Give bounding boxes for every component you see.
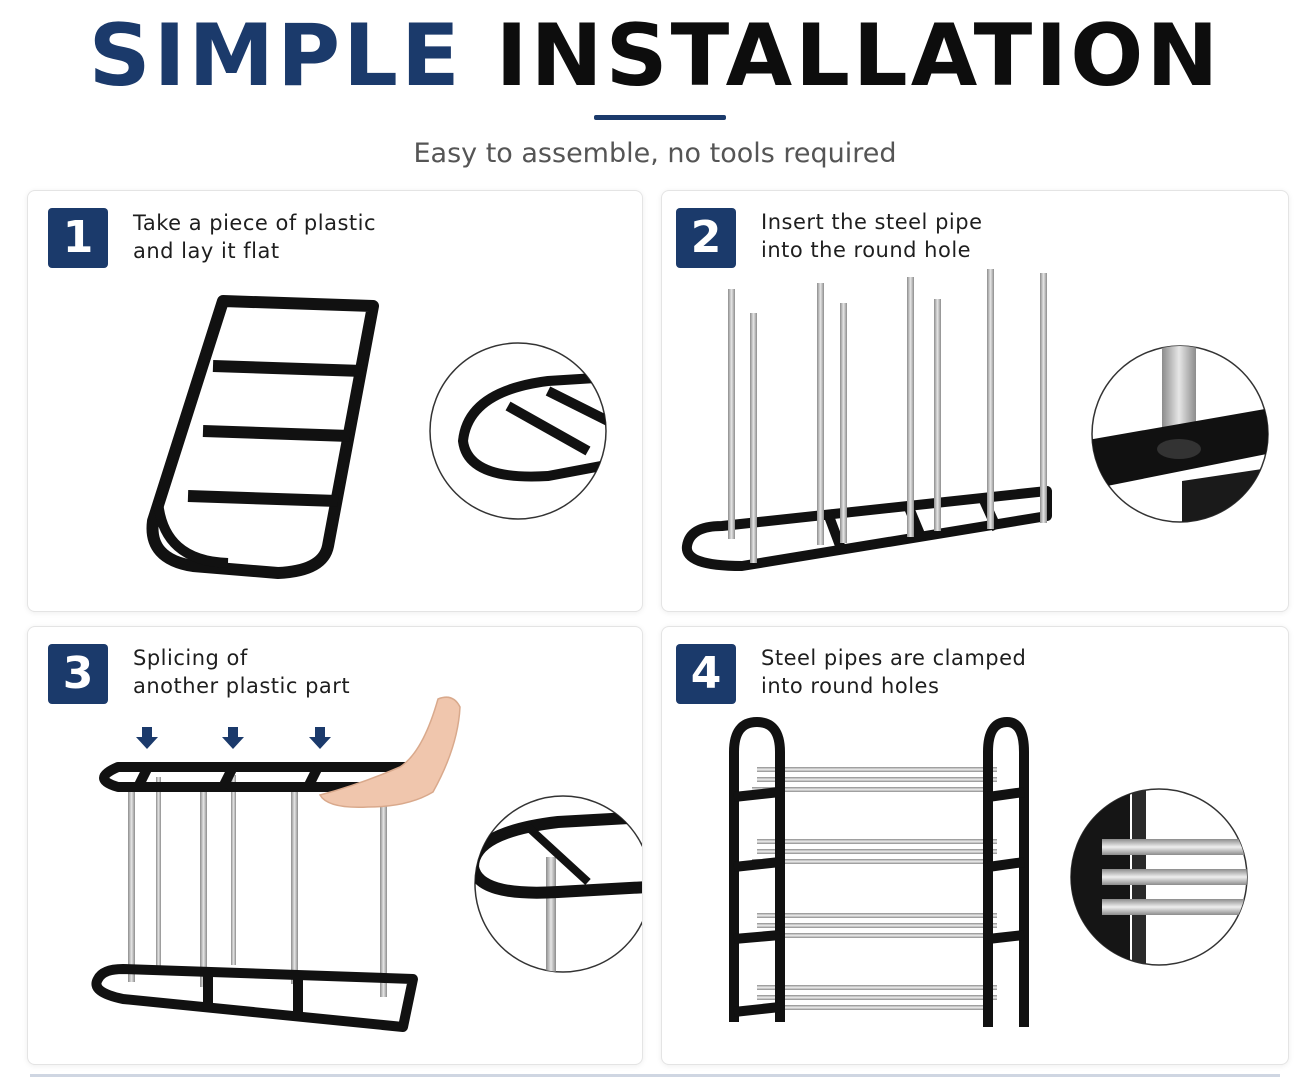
step-description: Splicing of another plastic part <box>133 646 351 698</box>
page-title: SIMPLE INSTALLATION <box>0 6 1310 106</box>
step-number-badge: 1 <box>48 208 108 268</box>
step-number-badge: 3 <box>48 644 108 704</box>
finished-rack-illustration <box>729 717 1248 1027</box>
step-number-badge: 2 <box>676 208 736 268</box>
pipes-inserted-illustration <box>681 269 1269 571</box>
step-description: Steel pipes are clamped into round holes <box>761 646 1027 698</box>
step-card-3: 3 Splicing of another plastic part <box>27 626 643 1065</box>
down-arrow-icon <box>309 727 331 749</box>
step-card-2: 2 Insert the steel pipe into the round h… <box>661 190 1289 612</box>
step-description: Take a piece of plastic and lay it flat <box>133 211 377 263</box>
step-number-badge: 4 <box>676 644 736 704</box>
title-part-installation: INSTALLATION <box>495 6 1222 106</box>
title-underline <box>594 115 726 120</box>
hand-icon <box>318 696 461 808</box>
step-card-4: 4 Steel pipes are clamped into round hol… <box>661 626 1289 1065</box>
page-subtitle: Easy to assemble, no tools required <box>413 138 897 169</box>
step-card-1: 1 Take a piece of plastic and lay it fla… <box>27 190 643 612</box>
down-arrow-icon <box>222 727 244 749</box>
title-part-simple: SIMPLE <box>88 6 463 106</box>
step-description: Insert the steel pipe into the round hol… <box>761 210 983 262</box>
bottom-divider <box>30 1074 1280 1077</box>
plastic-frame-illustration <box>146 295 607 579</box>
splicing-illustration <box>91 696 642 1032</box>
down-arrow-icon <box>136 727 158 749</box>
